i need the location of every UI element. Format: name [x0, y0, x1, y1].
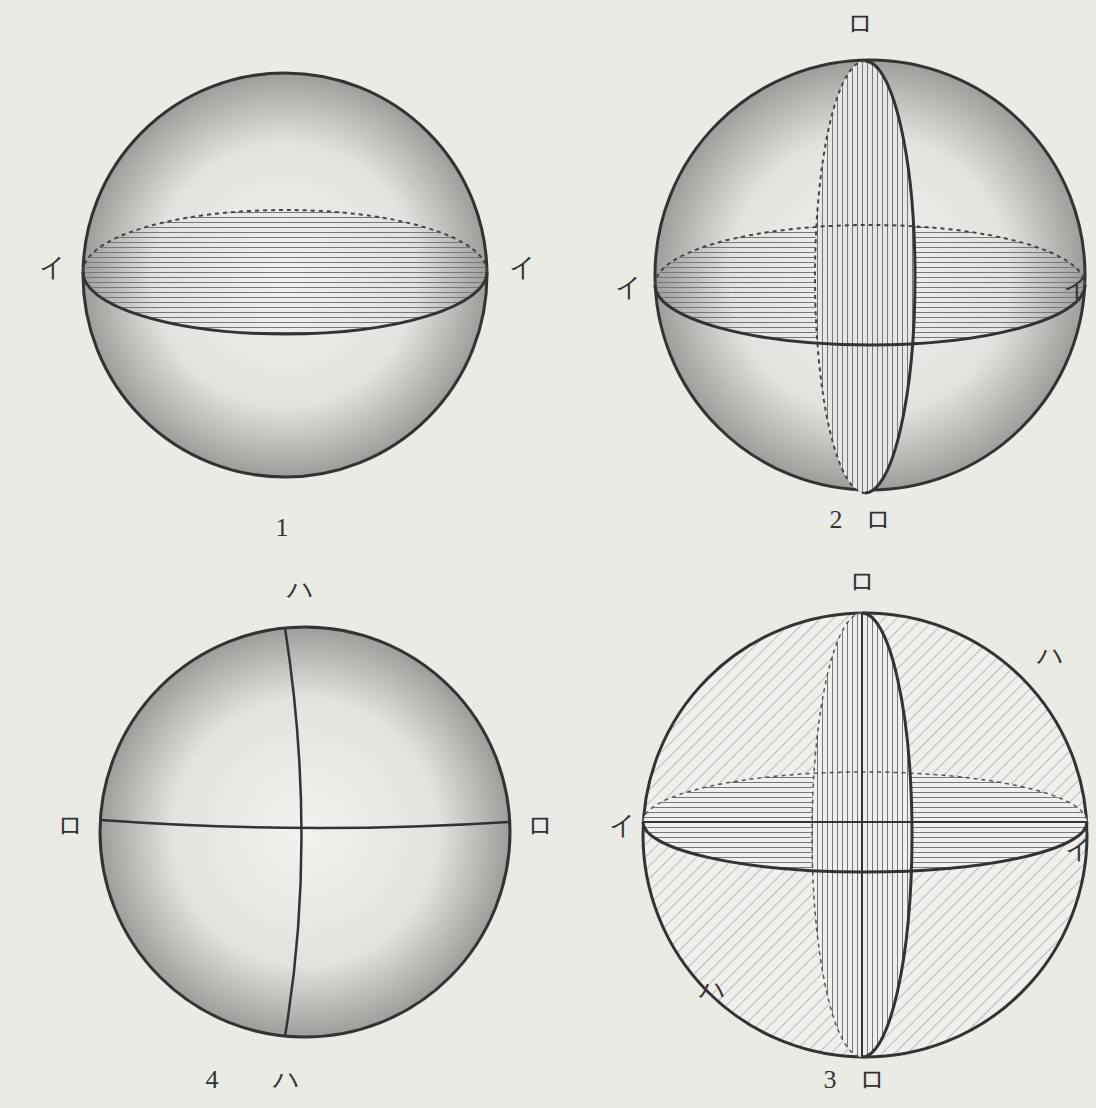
- section-letter: ロ: [849, 569, 876, 595]
- section-letter: イ: [1065, 837, 1092, 863]
- section-letter: イ: [615, 275, 642, 301]
- sphere-4: [100, 627, 510, 1037]
- figure-number: 1: [276, 515, 289, 541]
- section-letter: イ: [609, 813, 636, 839]
- section-letter: ハ: [273, 1067, 300, 1093]
- section-letter: ロ: [847, 11, 874, 37]
- section-letter: イ: [509, 255, 536, 281]
- figure-number: 3: [824, 1067, 837, 1093]
- sphere-1: [83, 73, 487, 477]
- section-letter: ロ: [865, 507, 892, 533]
- section-letter: ハ: [699, 977, 726, 1003]
- figure-number: 2: [830, 507, 843, 533]
- section-letter: ロ: [859, 1067, 886, 1093]
- section-letter: イ: [39, 255, 66, 281]
- section-letter: ハ: [1037, 643, 1064, 669]
- section-letter: ハ: [287, 577, 314, 603]
- section-letter: ロ: [527, 813, 554, 839]
- sphere-3: [643, 613, 1087, 1057]
- sphere-2: [655, 60, 1085, 493]
- section-letter: イ: [1063, 275, 1090, 301]
- figure-number: 4: [206, 1067, 219, 1093]
- section-letter: ロ: [57, 813, 84, 839]
